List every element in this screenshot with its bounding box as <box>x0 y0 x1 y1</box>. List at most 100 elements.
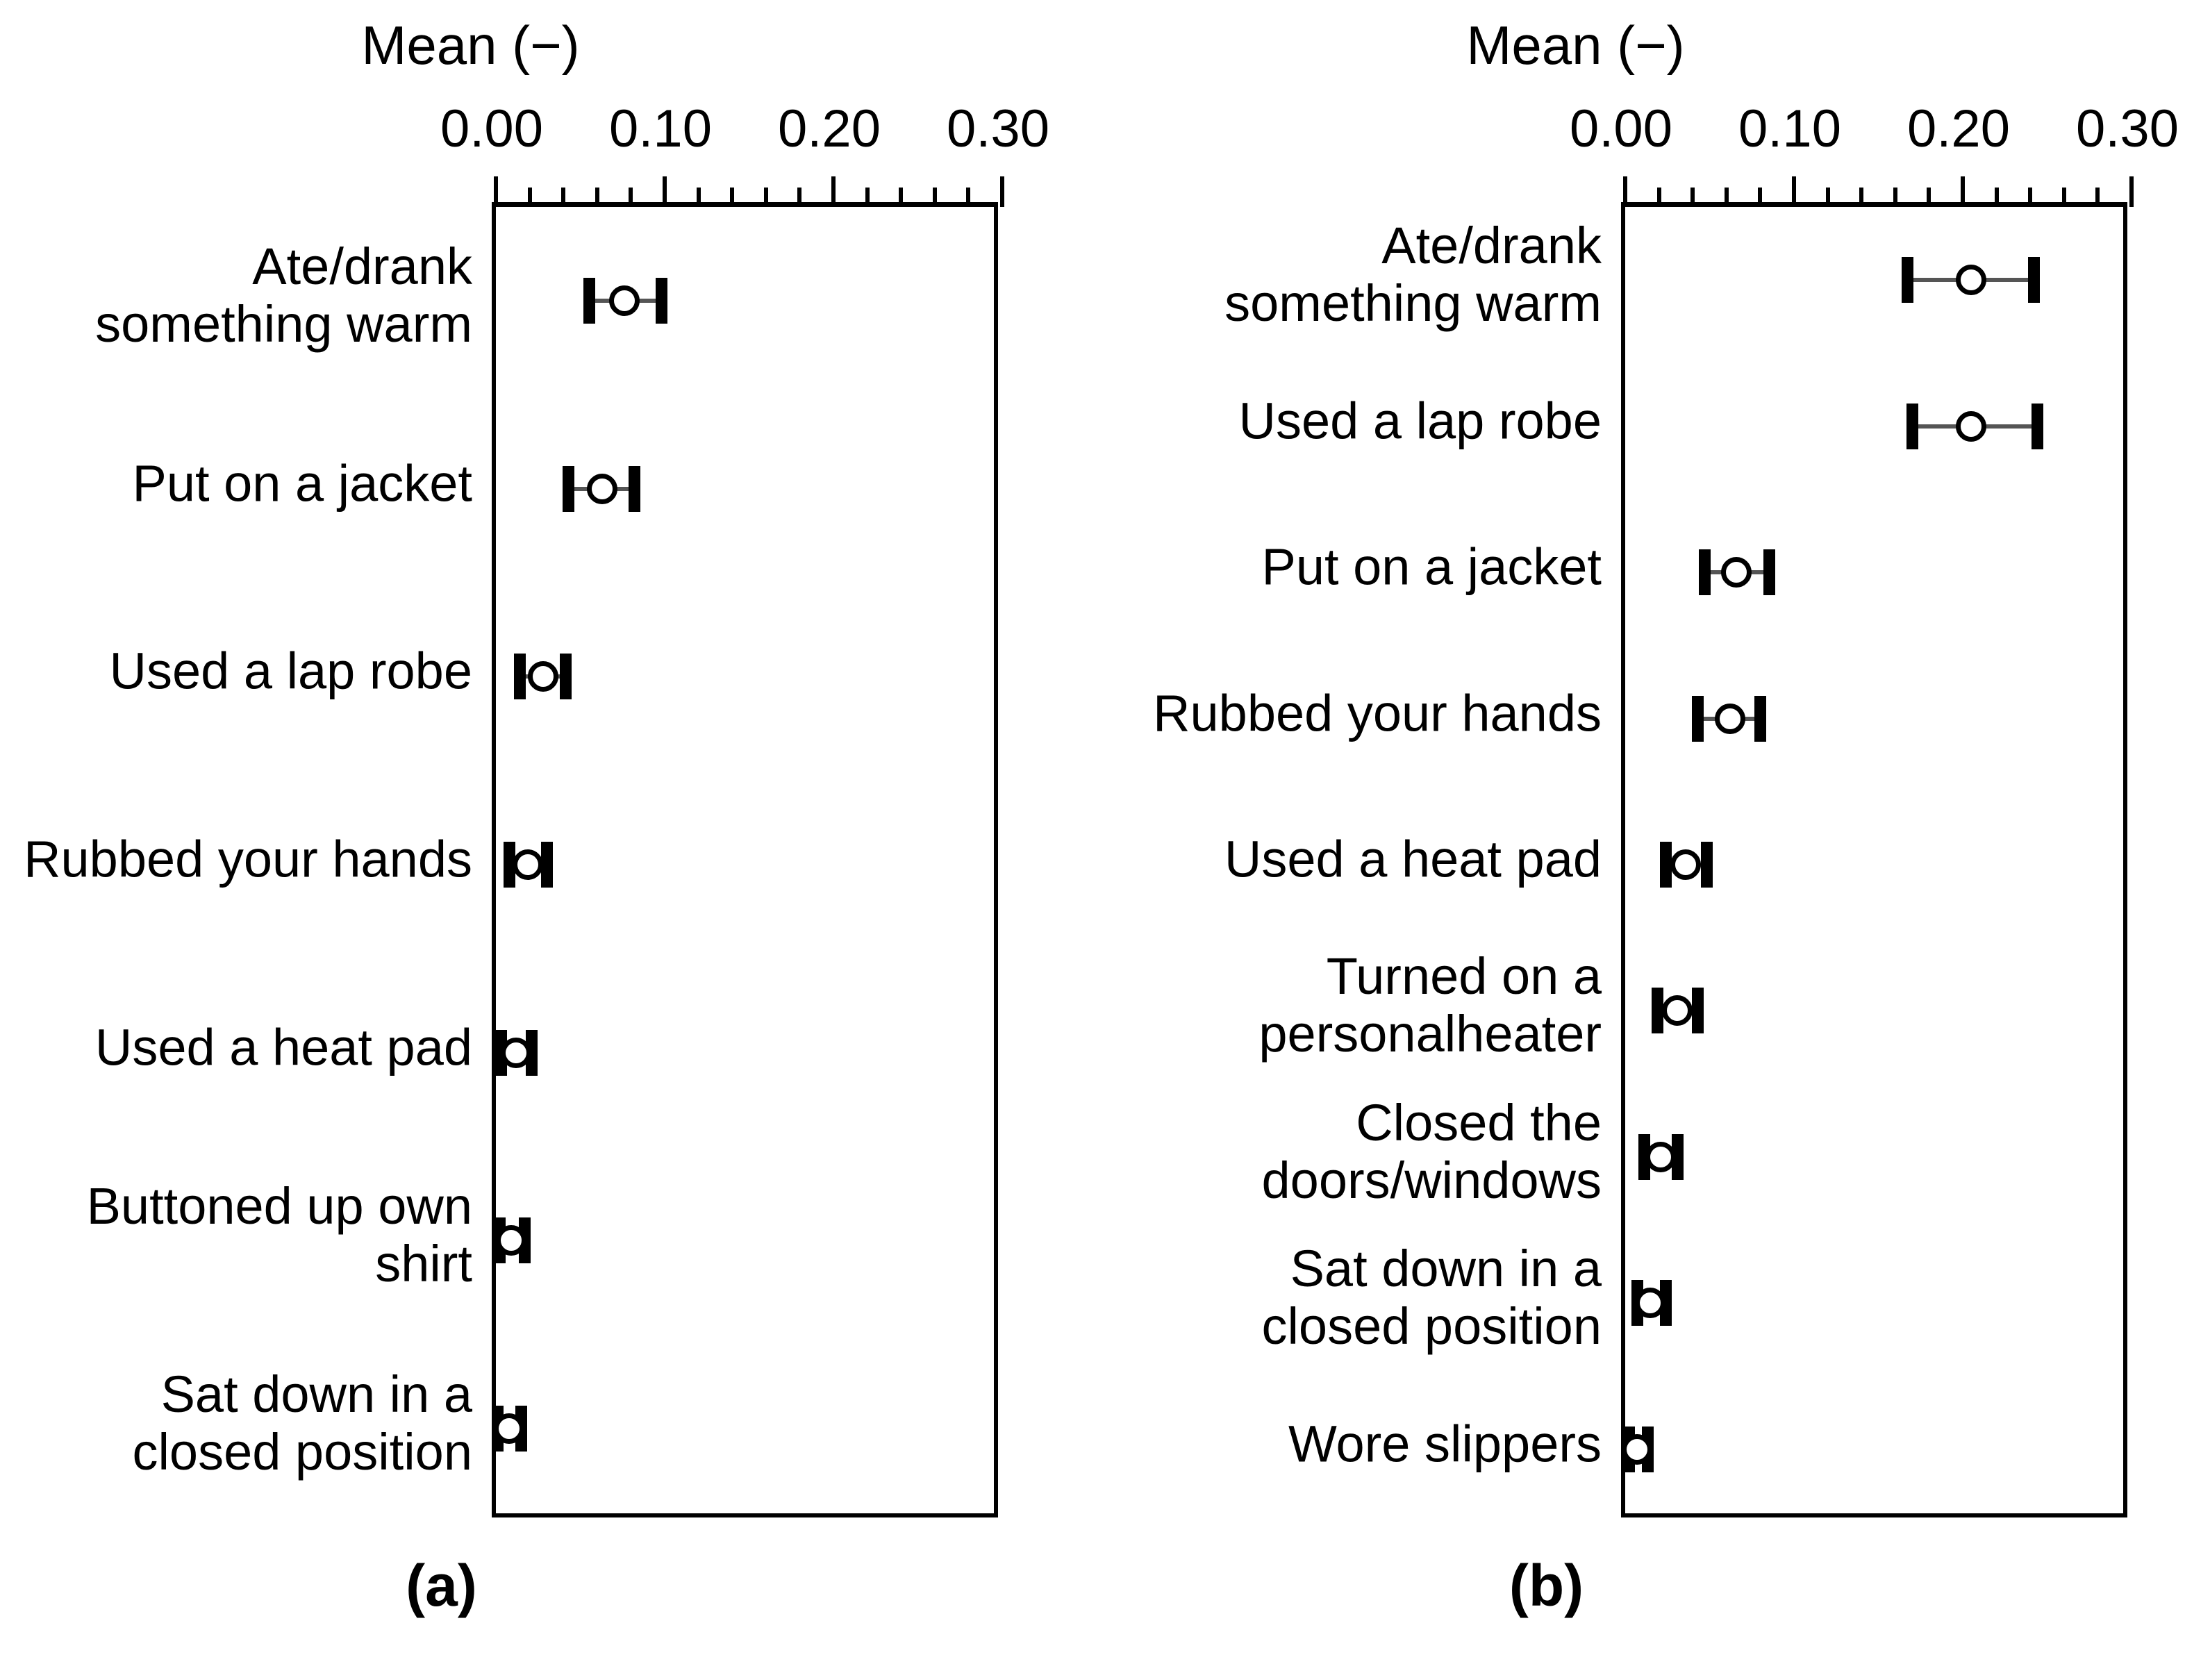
data-point-marker <box>513 849 544 880</box>
x-axis-minor-tick <box>2095 188 2100 207</box>
category-label: Sat down in a closed position <box>1261 1240 1602 1356</box>
error-bar-cap-low <box>1692 695 1704 742</box>
data-point-marker <box>1956 410 1987 442</box>
error-bar-cap-high <box>2028 257 2041 303</box>
data-point-marker <box>1622 1433 1653 1465</box>
category-label: Put on a jacket <box>132 454 472 513</box>
x-axis-minor-tick <box>1690 188 1695 207</box>
error-bar-cap-low <box>583 278 595 324</box>
x-axis-minor-tick <box>763 188 768 207</box>
x-axis-minor-tick <box>1994 188 1999 207</box>
error-bar-cap-high <box>1672 1133 1684 1180</box>
x-axis-major-tick <box>1961 176 1965 207</box>
x-axis-minor-tick <box>1859 188 1864 207</box>
data-point-marker <box>1714 703 1745 734</box>
x-axis-minor-tick <box>966 188 971 207</box>
plot-frame-a <box>492 176 1004 1517</box>
x-axis-minor-tick <box>899 188 904 207</box>
x-axis-major-tick <box>663 176 667 207</box>
error-bar-cap-high <box>2031 403 2043 449</box>
x-axis-minor-tick <box>1927 188 1931 207</box>
x-axis-minor-tick <box>797 188 802 207</box>
category-label: Ate/drank something warm <box>95 238 472 354</box>
category-label: Used a lap robe <box>109 642 472 700</box>
category-label: Put on a jacket <box>1261 538 1602 596</box>
error-bar-cap-high <box>1700 842 1713 888</box>
error-bar-cap-high <box>1692 988 1704 1034</box>
panel-caption-a: (a) <box>406 1553 477 1618</box>
x-tick-label: 0.00 <box>1570 99 1672 158</box>
error-bar-cap-low <box>1652 988 1664 1034</box>
data-point-marker <box>494 1413 525 1444</box>
x-tick-label: 0.00 <box>440 99 543 158</box>
category-label: Used a heat pad <box>1224 830 1602 888</box>
error-bar-cap-high <box>656 278 668 324</box>
category-label: Turned on a personalheater <box>1258 947 1602 1063</box>
error-bar-cap-high <box>1754 695 1767 742</box>
axis-title-a: Mean (−) <box>361 15 580 76</box>
x-axis-major-tick <box>1792 176 1796 207</box>
error-bar-cap-high <box>540 842 553 888</box>
data-point-marker <box>1721 557 1752 588</box>
data-point-marker <box>587 473 618 504</box>
category-label: Sat down in a closed position <box>132 1365 472 1481</box>
category-label: Ate/drank something warm <box>1224 217 1602 333</box>
x-axis-minor-tick <box>595 188 599 207</box>
x-axis-minor-tick <box>1825 188 1830 207</box>
x-axis-minor-tick <box>1758 188 1763 207</box>
x-tick-label: 0.10 <box>609 99 712 158</box>
category-label: Closed the doors/windows <box>1261 1094 1602 1209</box>
data-point-marker <box>495 1225 526 1256</box>
error-bar-cap-low <box>1906 403 1919 449</box>
data-point-marker <box>528 661 559 692</box>
x-axis-minor-tick <box>865 188 870 207</box>
data-point-marker <box>1645 1141 1677 1172</box>
category-label: Buttoned up own shirt <box>86 1177 472 1293</box>
x-axis-minor-tick <box>696 188 701 207</box>
panel-caption-b: (b) <box>1509 1553 1584 1618</box>
panel-b: Mean (−) 0.00 0.10 0.20 0.30 Ate/drank some… <box>1105 0 2210 1680</box>
error-bar-cap-low <box>1901 257 1913 303</box>
x-axis-major-tick <box>1000 176 1004 207</box>
category-label: Rubbed your hands <box>24 830 472 888</box>
x-tick-label: 0.10 <box>1738 99 1841 158</box>
data-point-marker <box>1956 265 1987 296</box>
category-label: Rubbed your hands <box>1153 684 1602 742</box>
x-axis-major-tick <box>1623 176 1627 207</box>
x-axis-minor-tick <box>1656 188 1661 207</box>
data-point-marker <box>608 285 640 317</box>
error-bar-cap-low <box>1638 1133 1650 1180</box>
category-label: Used a heat pad <box>94 1018 472 1076</box>
error-bar-cap-low <box>514 654 526 700</box>
error-bar-cap-low <box>1699 549 1711 596</box>
error-bar-cap-low <box>504 842 516 888</box>
data-point-marker <box>1662 995 1693 1026</box>
x-tick-label: 0.30 <box>947 99 1049 158</box>
x-axis-minor-tick <box>1724 188 1729 207</box>
error-bar-cap-high <box>559 654 572 700</box>
x-axis-minor-tick <box>932 188 937 207</box>
x-axis-major-tick <box>831 176 836 207</box>
x-axis-minor-tick <box>730 188 735 207</box>
error-bar-cap-high <box>1763 549 1775 596</box>
plot-frame-b <box>1621 176 2134 1517</box>
x-tick-label: 0.30 <box>2076 99 2179 158</box>
data-point-marker <box>1635 1288 1666 1319</box>
axis-title-b: Mean (−) <box>1466 15 1685 76</box>
x-tick-labels-b: 0.00 0.10 0.20 0.30 <box>1105 99 2210 161</box>
x-axis-minor-tick <box>629 188 633 207</box>
x-axis-major-tick <box>494 176 498 207</box>
error-bar-cap-high <box>629 465 641 512</box>
data-point-marker <box>501 1037 532 1068</box>
error-bar-cap-low <box>1660 842 1672 888</box>
x-tick-label: 0.20 <box>1907 99 2010 158</box>
error-bar-cap-high <box>1660 1280 1672 1326</box>
error-bar-cap-low <box>563 465 575 512</box>
x-axis-minor-tick <box>527 188 532 207</box>
x-axis-minor-tick <box>2028 188 2033 207</box>
